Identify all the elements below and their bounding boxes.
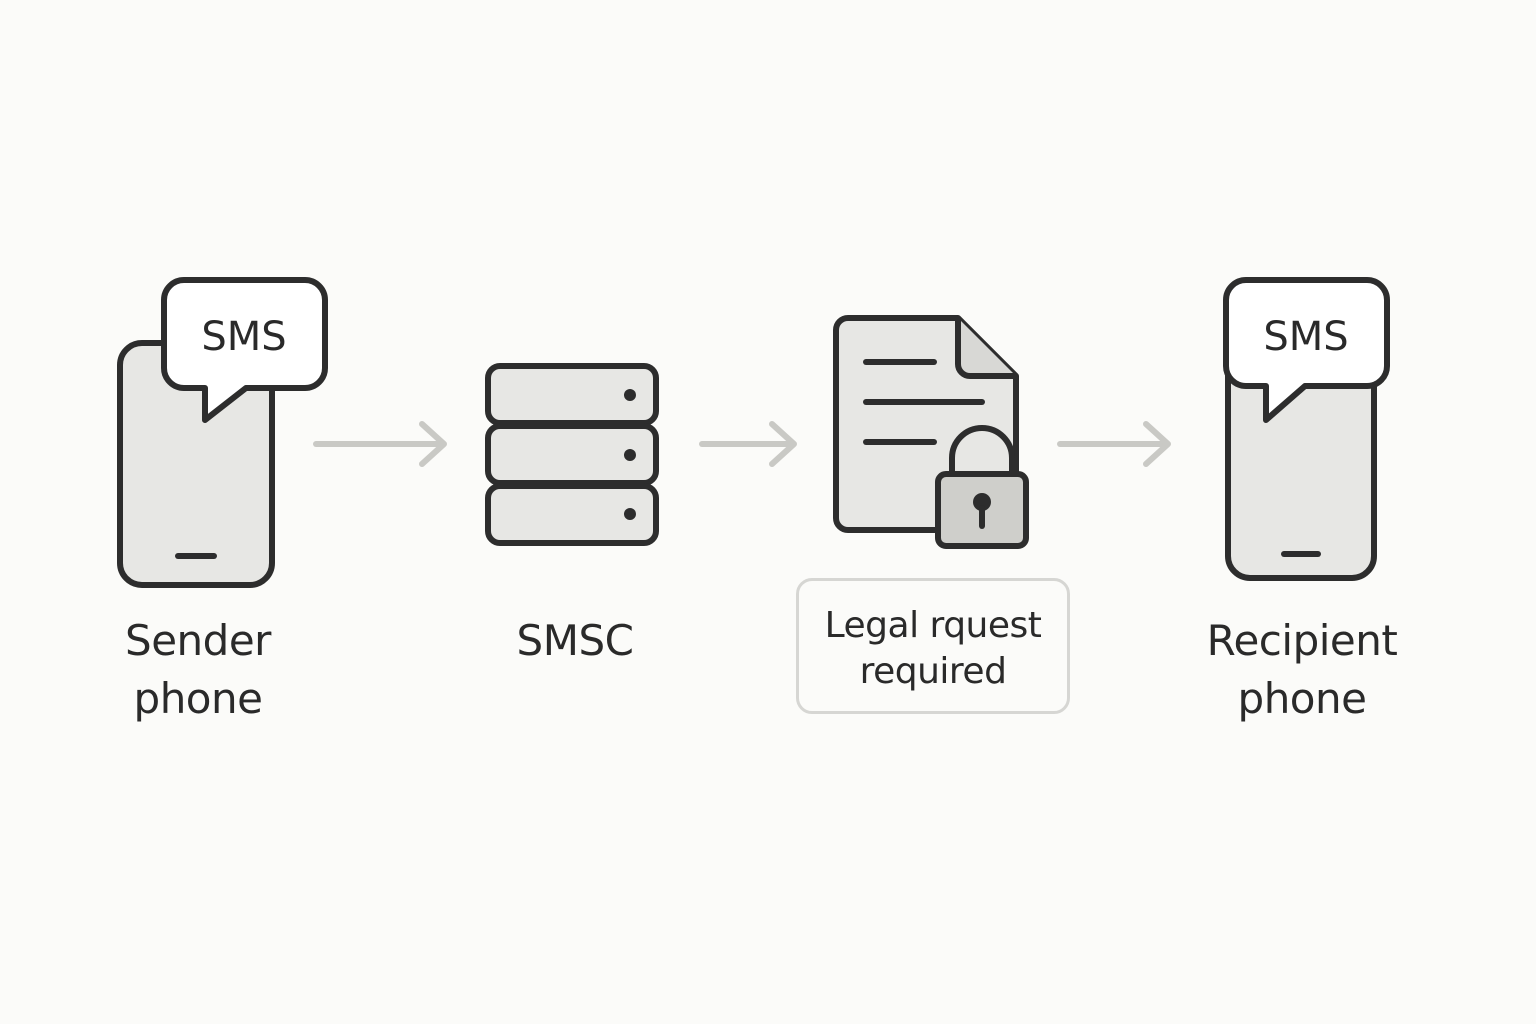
smsc-label: SMSC (455, 612, 695, 670)
padlock-icon (935, 425, 1029, 549)
speech-bubble-icon: SMS (1223, 277, 1390, 423)
smsc-label-text: SMSC (516, 616, 634, 665)
legal-request-text: Legal rquest required (799, 603, 1067, 695)
sender-phone-icon: SMS (117, 277, 328, 588)
arrow-right-icon (699, 421, 797, 467)
server-icon (485, 363, 659, 546)
recipient-bubble-text: SMS (1263, 314, 1348, 360)
recipient-label-line2: phone (1237, 674, 1367, 723)
speech-bubble-icon: SMS (161, 277, 328, 423)
recipient-phone-icon: SMS (1223, 277, 1390, 581)
sender-bubble-text: SMS (201, 314, 286, 360)
sender-label-line1: Sender (125, 616, 271, 665)
arrow-right-icon (313, 421, 447, 467)
recipient-label: Recipient phone (1162, 612, 1442, 728)
legal-request-box: Legal rquest required (796, 578, 1070, 714)
document-icon (833, 315, 1029, 549)
legal-request-line1: Legal rquest (824, 605, 1042, 646)
recipient-label-line1: Recipient (1206, 616, 1398, 665)
sender-label-line2: phone (133, 674, 263, 723)
arrow-right-icon (1057, 421, 1171, 467)
legal-request-line2: required (859, 651, 1007, 692)
sender-label: Sender phone (78, 612, 318, 728)
